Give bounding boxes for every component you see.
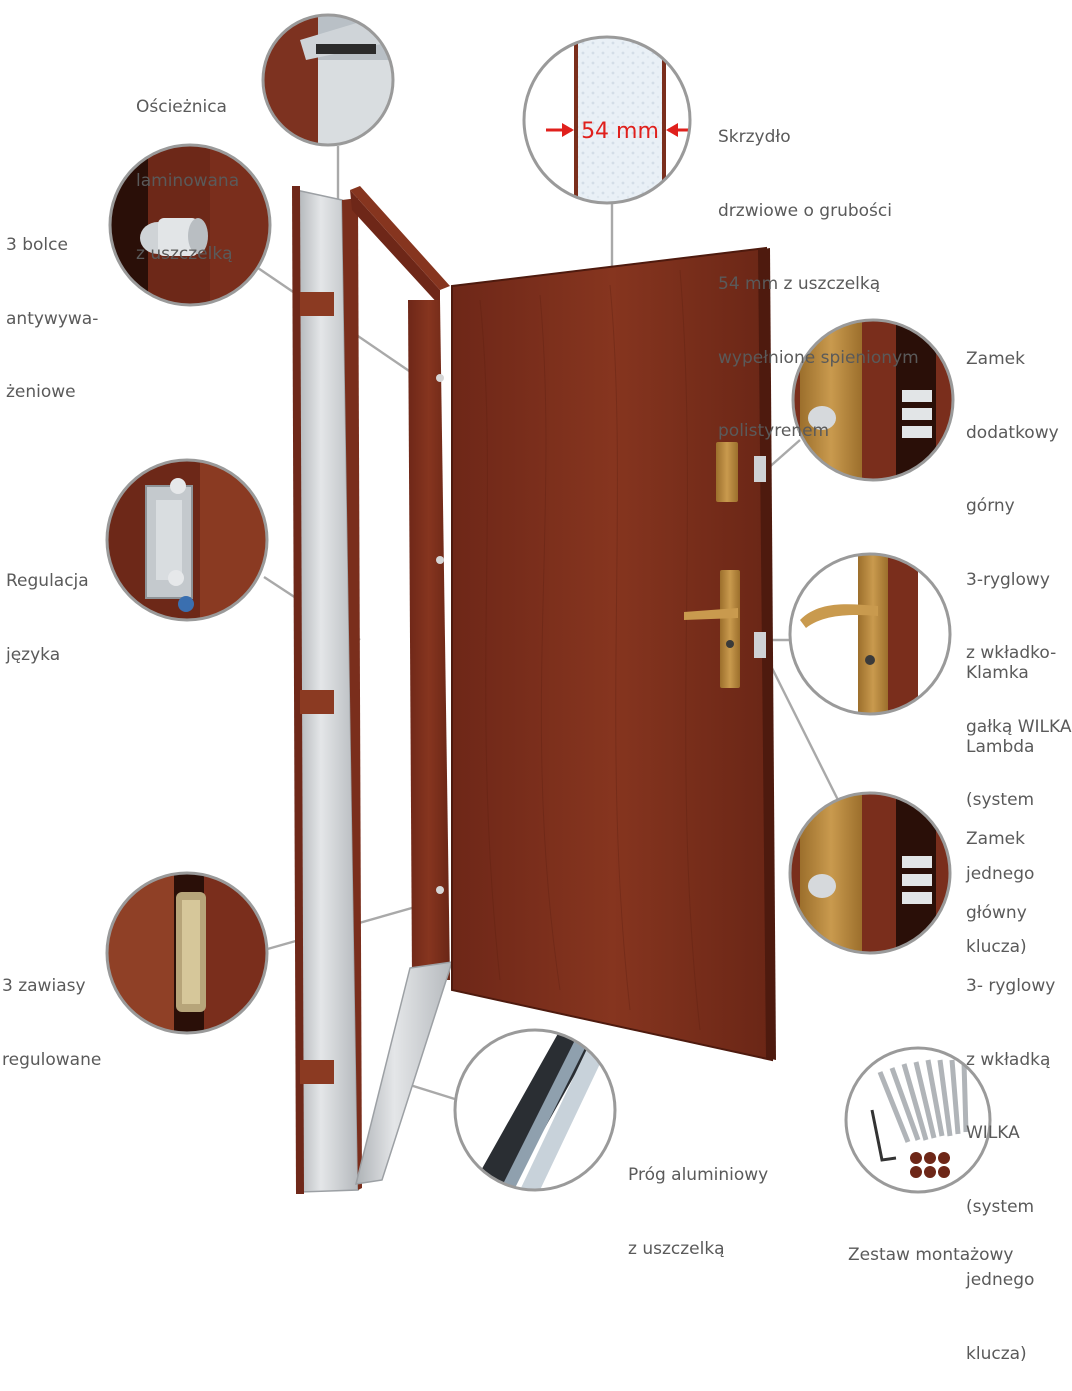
- label-frame-line: Ościeżnica: [136, 97, 227, 117]
- label-leaf-line: drzwiowe o grubości: [718, 200, 892, 221]
- label-bolts-line: antywywa-: [6, 308, 99, 329]
- label-anti-lift-bolts: 3 bolce antywywa- żeniowe: [6, 184, 98, 429]
- label-leaf-line: wypełnione spienionym: [718, 347, 919, 368]
- label-bolts-line: żeniowe: [6, 382, 76, 402]
- thickness-label: 54 mm: [581, 119, 659, 144]
- label-hinges: 3 zawiasy regulowane: [2, 925, 101, 1097]
- callout-anti-lift-bolts: [108, 143, 272, 307]
- label-upper-lock-line: (system: [966, 790, 1035, 810]
- label-hinges-line: 3 zawiasy: [2, 976, 86, 996]
- label-bolts-line: 3 bolce: [6, 235, 68, 255]
- label-leaf-line: 54 mm z uszczelką: [718, 274, 881, 294]
- label-main-lock-line: z wkładką: [966, 1049, 1051, 1070]
- label-latch: Regulacja języka: [6, 520, 89, 692]
- door-illustration: 54 mm: [105, 13, 992, 1194]
- callout-frame-seal: [261, 13, 395, 147]
- label-frame-line: laminowana: [136, 170, 240, 191]
- door-diagram: 54 mm: [2, 13, 1071, 1364]
- label-main-lock-line: klucza): [966, 1343, 1027, 1364]
- callout-main-lock: [788, 791, 952, 955]
- label-upper-lock-line: gałką WILKA: [966, 716, 1072, 737]
- label-upper-lock: Zamek dodatkowy górny 3-ryglowy z wkładk…: [966, 298, 1071, 984]
- callout-handle: [788, 552, 952, 716]
- callout-upper-lock: [791, 318, 955, 482]
- label-hinges-line: regulowane: [2, 1049, 102, 1070]
- door-leaf: [451, 246, 776, 1062]
- label-main-lock-line: 3- ryglowy: [966, 976, 1056, 996]
- label-kit-line: Zestaw montażowy: [848, 1245, 1014, 1265]
- label-main-lock-line: WILKA: [966, 1123, 1020, 1143]
- label-handle-line: Lambda: [966, 736, 1035, 757]
- label-leaf-line: Skrzydło: [718, 127, 791, 147]
- door-frame: [292, 186, 454, 1194]
- callout-hinges: [105, 871, 269, 1035]
- label-leaf-line: polistyrenem: [718, 421, 830, 441]
- callout-threshold: [453, 1028, 617, 1192]
- label-latch-line: języka: [6, 644, 61, 665]
- label-handle-line: Klamka: [966, 663, 1029, 683]
- label-main-lock: Zamek główny 3- ryglowy z wkładką WILKA …: [966, 778, 1055, 1391]
- callout-latch-adjustment: [105, 458, 269, 622]
- label-threshold-line: Próg aluminiowy: [628, 1165, 769, 1185]
- label-latch-line: Regulacja: [6, 571, 89, 591]
- label-upper-lock-line: 3-ryglowy: [966, 569, 1050, 590]
- callout-mounting-kit: [844, 1046, 992, 1194]
- label-upper-lock-line: z wkładko-: [966, 643, 1057, 663]
- label-threshold-line: z uszczelką: [628, 1238, 725, 1259]
- label-main-lock-line: (system: [966, 1196, 1035, 1217]
- label-threshold: Próg aluminiowy z uszczelką: [628, 1114, 768, 1286]
- label-mounting-kit: Zestaw montażowy: [848, 1194, 1013, 1292]
- label-upper-lock-line: klucza): [966, 937, 1027, 957]
- callout-leaf-thickness: 54 mm: [522, 35, 692, 205]
- label-leaf: Skrzydło drzwiowe o grubości 54 mm z usz…: [718, 76, 919, 468]
- label-frame: Ościeżnica laminowana z uszczelką: [136, 46, 239, 291]
- label-frame-line: z uszczelką: [136, 244, 233, 264]
- label-main-lock-line: główny: [966, 902, 1027, 923]
- label-main-lock-line: Zamek: [966, 829, 1025, 849]
- label-upper-lock-line: górny: [966, 496, 1015, 516]
- label-handle: Klamka Lambda: [966, 612, 1034, 784]
- label-upper-lock-line: dodatkowy: [966, 422, 1059, 443]
- label-upper-lock-line: Zamek: [966, 349, 1025, 369]
- label-upper-lock-line: jednego: [966, 863, 1035, 884]
